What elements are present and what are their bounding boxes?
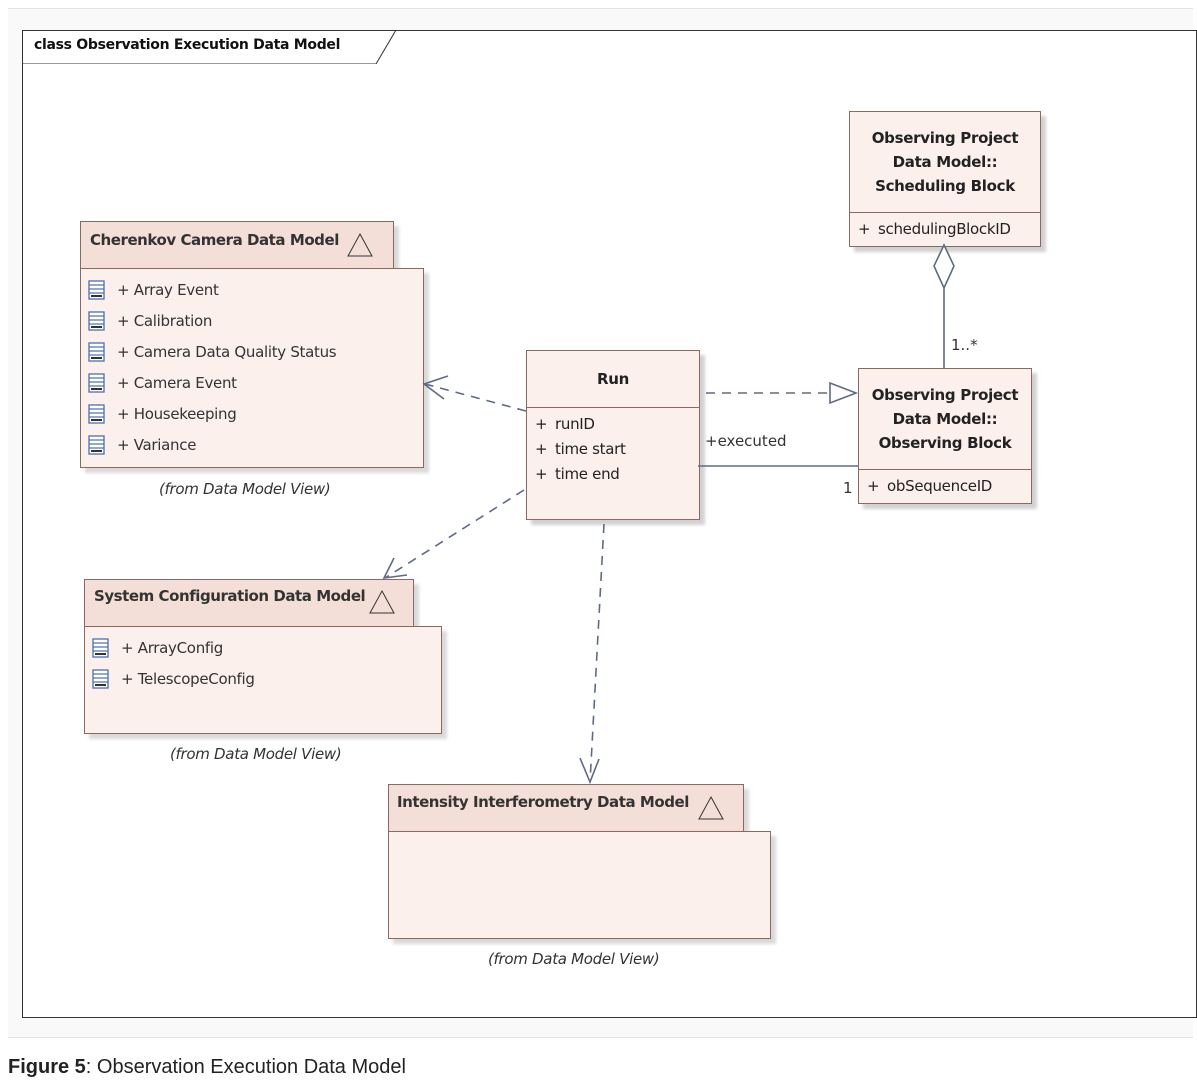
package-triangle-icon	[347, 232, 373, 257]
class-observing-block-name: Observing Project Data Model:: Observing…	[859, 369, 1031, 470]
table-icon	[88, 280, 105, 300]
from-label-intensity: (from Data Model View)	[488, 950, 660, 968]
class-scheduling-block[interactable]: Observing Project Data Model:: Schedulin…	[849, 111, 1041, 247]
class-run-name: Run	[527, 351, 699, 408]
package-item[interactable]: + Camera Event	[88, 373, 237, 393]
package-item[interactable]: + Housekeeping	[88, 404, 237, 424]
package-item-label: + Camera Event	[117, 374, 237, 392]
attribute-visibility: +	[858, 220, 871, 238]
multiplicity-label-one-to-many: 1..*	[951, 336, 978, 354]
table-icon	[88, 435, 105, 455]
role-label-executed: +executed	[705, 432, 787, 450]
table-icon	[88, 342, 105, 362]
table-icon	[88, 404, 105, 424]
caption-text: : Observation Execution Data Model	[85, 1056, 406, 1078]
package-name-intensity: Intensity Interferometry Data Model	[397, 793, 689, 811]
from-label-system-config: (from Data Model View)	[170, 745, 342, 763]
dependency-run-cherenkov	[424, 383, 527, 412]
table-icon	[88, 373, 105, 393]
package-item-label: + Array Event	[117, 281, 219, 299]
package-item[interactable]: + ArrayConfig	[92, 638, 223, 658]
aggregation-diamond	[933, 243, 955, 290]
attribute-visibility: +	[535, 440, 548, 458]
attribute-name: time end	[555, 465, 620, 483]
class-attribute[interactable]: + time start	[527, 437, 699, 462]
class-attribute[interactable]: + runID	[527, 412, 699, 437]
class-observing-block[interactable]: Observing Project Data Model:: Observing…	[858, 368, 1032, 504]
class-name-line: Observing Block	[878, 434, 1012, 452]
package-item[interactable]: + Camera Data Quality Status	[88, 342, 337, 362]
dependency-run-sysconfig	[384, 489, 525, 579]
class-name-line: Observing Project	[871, 129, 1019, 147]
package-item-label: + TelescopeConfig	[121, 670, 255, 688]
frame-tab	[22, 30, 396, 64]
from-label-cherenkov: (from Data Model View)	[159, 480, 331, 498]
dependency-run-intensity	[589, 523, 605, 783]
table-icon	[88, 311, 105, 331]
class-scheduling-block-name: Observing Project Data Model:: Schedulin…	[850, 112, 1040, 213]
package-item[interactable]: + TelescopeConfig	[92, 669, 255, 689]
arrowhead-open	[382, 557, 408, 579]
arrowhead-hollow-triangle	[829, 381, 859, 405]
arrowhead-open	[422, 375, 449, 400]
package-item-label: + Variance	[117, 436, 197, 454]
package-name-cherenkov: Cherenkov Camera Data Model	[90, 231, 339, 249]
package-triangle-icon	[698, 795, 724, 820]
class-name-line: Data Model::	[892, 410, 998, 428]
package-item-label: + Camera Data Quality Status	[117, 343, 337, 361]
attribute-visibility: +	[535, 415, 548, 433]
package-item-label: + Housekeeping	[117, 405, 237, 423]
class-name-line: Data Model::	[892, 153, 998, 171]
package-name-system-config: System Configuration Data Model	[94, 587, 366, 605]
class-attribute[interactable]: + obSequenceID	[859, 474, 1031, 499]
package-item[interactable]: + Calibration	[88, 311, 212, 331]
attribute-visibility: +	[867, 477, 880, 495]
package-item-label: + Calibration	[117, 312, 213, 330]
package-item[interactable]: + Variance	[88, 435, 196, 455]
caption-label: Figure 5	[8, 1056, 86, 1078]
package-tab-intensity[interactable]	[388, 784, 744, 834]
class-name-line: Observing Project	[871, 386, 1019, 404]
class-name-line: Scheduling Block	[875, 177, 1015, 195]
multiplicity-label-one: 1	[843, 479, 853, 497]
package-body-system-config[interactable]	[84, 626, 442, 734]
arrowhead-open	[579, 757, 600, 785]
frame-title: class Observation Execution Data Model	[34, 37, 341, 53]
attribute-name: schedulingBlockID	[878, 220, 1011, 238]
class-run[interactable]: Run + runID + time start + time end	[526, 350, 700, 520]
attribute-name: time start	[555, 440, 626, 458]
class-attribute[interactable]: + schedulingBlockID	[850, 217, 1040, 242]
attribute-visibility: +	[535, 465, 548, 483]
attribute-name: obSequenceID	[887, 477, 993, 495]
class-attribute[interactable]: + time end	[527, 462, 699, 487]
table-icon	[92, 669, 109, 689]
package-item-label: + ArrayConfig	[121, 639, 223, 657]
package-triangle-icon	[369, 589, 395, 614]
attribute-name: runID	[555, 415, 595, 433]
package-tab-system-config[interactable]	[84, 579, 414, 629]
package-body-cherenkov[interactable]	[80, 268, 424, 468]
figure-caption: Figure 5: Observation Execution Data Mod…	[8, 1056, 406, 1079]
table-icon	[92, 638, 109, 658]
package-body-intensity[interactable]	[388, 831, 771, 939]
package-item[interactable]: + Array Event	[88, 280, 219, 300]
